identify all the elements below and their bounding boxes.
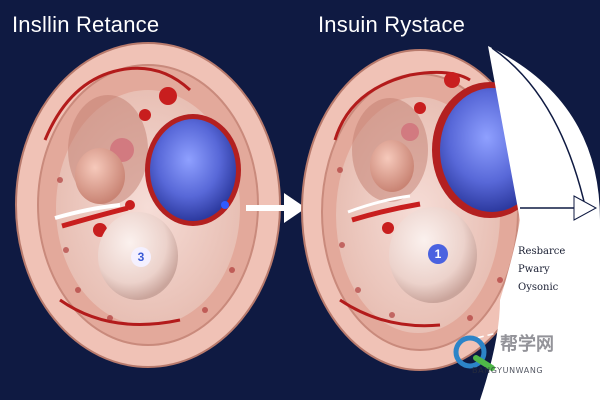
left-cell-vessel-bottom	[59, 298, 181, 326]
left-cell	[15, 42, 281, 368]
watermark-logo	[453, 335, 495, 371]
left-nucleus	[150, 119, 236, 221]
left-vesicle-badge: 3	[131, 247, 151, 267]
right-cell-blood-cell	[414, 102, 426, 114]
left-cell-red-strand	[61, 205, 129, 229]
left-cell-organelle	[75, 148, 125, 204]
right-vesicle-badge: 1	[428, 244, 448, 264]
annotation-curve	[491, 47, 587, 211]
right-arrow-head	[573, 195, 598, 221]
left-cell-membrane-dots	[57, 177, 235, 321]
right-cell-vessel-bottom	[339, 298, 441, 328]
dashed-curve	[467, 321, 541, 341]
left-cell-white-strand	[54, 203, 121, 220]
side-label-1: Resbarce	[518, 246, 566, 257]
right-cell-organelle	[370, 140, 414, 192]
transition-arrow	[246, 193, 306, 223]
right-vesicle-badge-text: 1	[434, 247, 442, 261]
left-cell-blood-cell	[93, 223, 107, 237]
right-cell-small-vesicle	[401, 123, 419, 141]
right-cell-blood-cell	[382, 222, 394, 234]
right-cell-blood-cell	[444, 72, 460, 88]
left-cell-vessel-top	[43, 66, 192, 141]
right-cell-membrane-dots	[337, 167, 503, 321]
left-panel-title: Insllin Retance	[12, 12, 160, 37]
left-cell-blood-cell	[125, 200, 135, 210]
watermark-subtext: BANGYUNWANG	[472, 366, 544, 375]
side-label-2: Pwary	[518, 264, 550, 275]
left-vesicle-badge-text: 3	[137, 250, 145, 264]
watermark-text: 帮学网	[500, 334, 554, 355]
right-cell-red-strand	[351, 201, 421, 223]
side-label-3: Oysonic	[518, 282, 559, 293]
side-label-panel	[480, 46, 600, 400]
left-cell-blood-cell	[159, 87, 177, 105]
right-cell-white-strand	[347, 194, 411, 214]
left-cell-blood-cell	[139, 109, 151, 121]
right-panel-title: Insuin Rystace	[318, 12, 466, 37]
left-nucleus-dot	[221, 201, 229, 209]
